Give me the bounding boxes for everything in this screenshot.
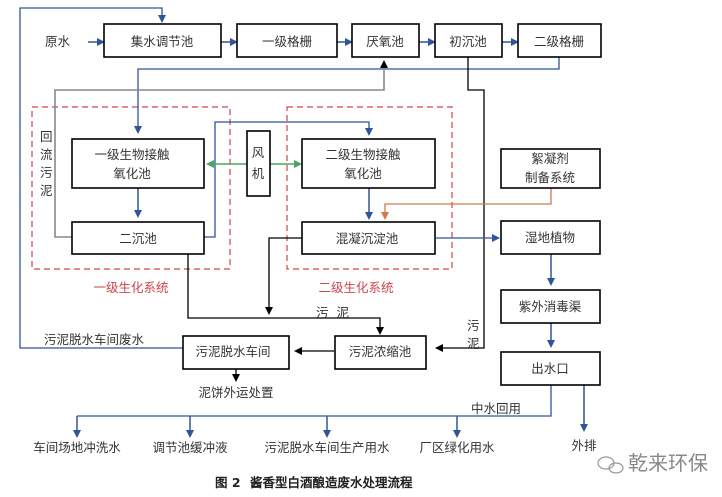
system-2-label: 二级生化系统	[318, 280, 393, 295]
node-anaerobic-tank: 厌氧池	[351, 23, 420, 58]
node-primary-clarifier: 初沉池	[434, 23, 503, 58]
node-sludge-thickener: 污泥浓缩池	[334, 335, 427, 370]
system-2-border	[286, 106, 453, 270]
node-label: 二级生物接触	[325, 147, 401, 162]
node-blower: 风 机	[246, 130, 271, 197]
node-bio-contact-2: 二级生物接触 氧化池	[301, 138, 436, 189]
flow-dewatering-wastewater-return	[19, 7, 183, 349]
node-label: 集水调节池	[131, 34, 194, 49]
node-label: 氧化池	[113, 166, 151, 181]
node-flocculant-prep: 絮凝剂 制备系统	[500, 148, 601, 189]
flow-return-sludge	[54, 60, 388, 238]
node-label: 一级格栅	[262, 34, 312, 49]
node-label: 初沉池	[449, 34, 487, 49]
node-label: 风	[252, 145, 265, 160]
node-secondary-screen: 二级格栅	[517, 23, 602, 58]
node-coag-sedimentation: 混凝沉淀池	[301, 221, 436, 255]
node-label: 二沉池	[119, 231, 157, 246]
watermark: 乾来环保	[597, 451, 708, 475]
node-label: 机	[252, 166, 265, 181]
flow-flocculant-to-coag	[381, 188, 552, 220]
dewatering-wastewater-label: 污泥脱水车间废水	[44, 332, 145, 347]
node-secondary-clarifier: 二沉池	[71, 221, 205, 255]
node-primary-screen: 一级格栅	[236, 23, 338, 58]
sludge-label: 泥	[467, 336, 480, 351]
node-label: 制备系统	[525, 170, 575, 185]
raw-water-label: 原水	[45, 34, 71, 49]
wechat-icon	[597, 456, 624, 474]
node-wetland: 湿地植物	[500, 220, 601, 255]
return-sludge-label: 污	[40, 165, 53, 180]
reuse-target: 调节池缓冲液	[152, 440, 228, 455]
flow-primary-sludge	[435, 57, 485, 352]
reuse-target: 污泥脱水车间生产用水	[264, 440, 390, 455]
node-outlet: 出水口	[500, 351, 601, 386]
node-label: 一级生物接触	[94, 147, 170, 162]
reuse-target: 车间场地冲洗水	[33, 440, 121, 455]
sludge-label: 污	[467, 318, 480, 333]
flow-coag-sludge	[265, 237, 303, 315]
return-sludge-label: 泥	[40, 183, 53, 198]
node-uv-channel: 紫外消毒渠	[500, 289, 601, 324]
watermark-text: 乾来环保	[628, 451, 708, 475]
node-label: 污泥脱水车间	[195, 344, 270, 359]
node-equalization-tank: 集水调节池	[103, 23, 222, 58]
return-sludge-label: 回	[40, 129, 53, 144]
node-label: 氧化池	[344, 166, 382, 181]
flow-clarifier2-sludge	[187, 254, 384, 335]
node-label: 出水口	[531, 361, 569, 376]
flow-reuse-header	[77, 385, 552, 417]
sludge-label: 污 泥	[316, 305, 349, 320]
reclaimed-water-label: 中水回用	[471, 401, 521, 416]
node-label: 二级格栅	[534, 34, 584, 49]
node-label: 絮凝剂	[531, 151, 569, 166]
system-1-label: 一级生化系统	[93, 280, 168, 295]
discharge-label: 外排	[571, 438, 597, 453]
figure-number: 图 2	[215, 475, 241, 490]
reuse-target: 厂区绿化用水	[419, 440, 495, 455]
cake-disposal-label: 泥饼外运处置	[198, 385, 273, 400]
node-label: 混凝沉淀池	[336, 231, 399, 246]
node-label: 紫外消毒渠	[519, 299, 582, 314]
node-sludge-dewatering: 污泥脱水车间	[182, 335, 290, 370]
figure-title: 酱香型白酒酿造废水处理流程	[250, 475, 413, 490]
flow-clarifier2-to-bio2	[204, 121, 373, 238]
flow-screen2-to-bio1	[134, 57, 560, 134]
node-label: 厌氧池	[366, 34, 404, 49]
node-label: 湿地植物	[525, 230, 575, 245]
node-label: 污泥浓缩池	[349, 344, 412, 359]
return-sludge-label: 流	[40, 147, 53, 162]
node-bio-contact-1: 一级生物接触 氧化池	[71, 138, 205, 189]
